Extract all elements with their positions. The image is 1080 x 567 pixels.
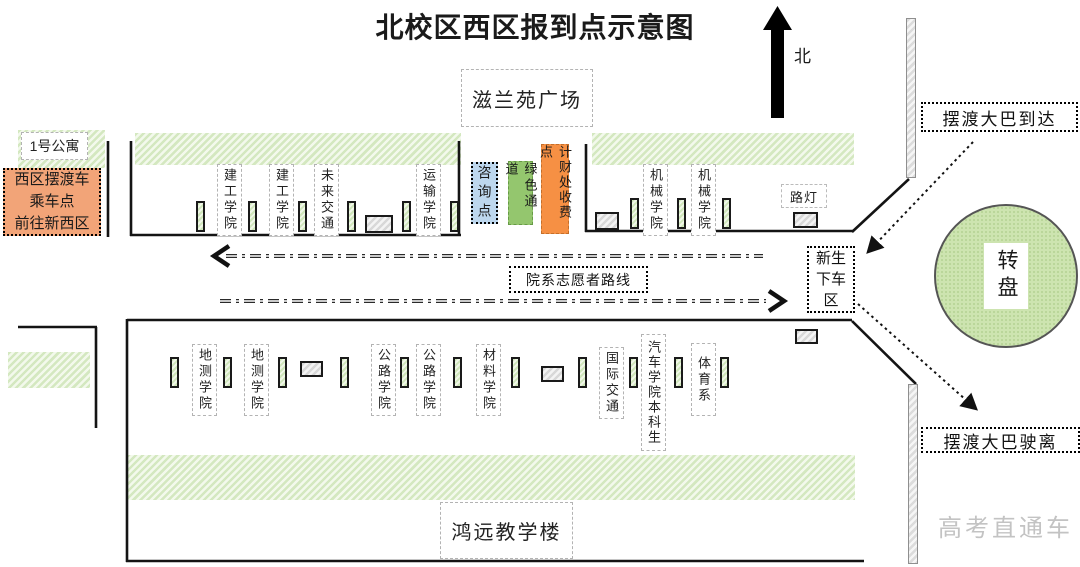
college-label: 体育系 [691, 343, 716, 416]
checkin-desk [720, 357, 729, 388]
watermark-text: 高考直通车 [938, 515, 1073, 542]
green-strip-north-right [592, 133, 854, 165]
checkin-desk [196, 201, 205, 232]
gray-table [365, 215, 393, 233]
apartment-1-box: 1号公寓 [21, 132, 88, 160]
checkin-desk [629, 357, 638, 388]
bus-departure-box: 摆渡大巴驶离 [921, 427, 1080, 453]
plaza-box: 滋兰苑广场 [461, 69, 593, 127]
volunteer-route-arrow-west [209, 244, 763, 268]
college-label: 汽车学院本科生 [641, 334, 666, 451]
checkin-desk [722, 198, 731, 229]
road-outline [18, 141, 917, 563]
north-arrow-icon [763, 6, 792, 118]
volunteer-route-arrow-east [220, 289, 789, 313]
checkin-desk [453, 357, 462, 388]
bus-arrival-arrow [866, 141, 974, 254]
roadside-wall-top [906, 18, 916, 178]
checkin-desk [402, 201, 411, 232]
college-label: 材料学院 [476, 344, 501, 416]
checkin-desk [578, 357, 587, 388]
checkin-desk [400, 357, 409, 388]
college-label: 机械学院 [691, 164, 716, 236]
volunteer-route-box: 院系志愿者路线 [509, 266, 648, 293]
gray-table [595, 212, 619, 230]
checkin-desk [511, 357, 520, 388]
checkin-desk [677, 198, 686, 229]
college-label: 运输学院 [416, 164, 441, 236]
green-channel-box: 绿色通道 [504, 161, 538, 225]
checkin-desk [674, 357, 683, 388]
page-title: 北校区西区报到点示意图 [375, 12, 695, 43]
checkin-desk [278, 357, 287, 388]
checkin-desk [170, 357, 179, 388]
green-strip-west-small [8, 352, 90, 388]
roundabout-circle: 转盘 [934, 204, 1078, 348]
green-strip-south [127, 455, 855, 500]
roadside-wall-bottom [908, 384, 918, 564]
west-shuttle-box: 西区摆渡车 乘车点 前往新西区 [3, 168, 101, 236]
finance-fee-point-box: 计财处收费点 [538, 144, 572, 234]
college-label: 建工学院 [217, 164, 242, 236]
gray-table [541, 366, 564, 382]
college-label: 建工学院 [269, 164, 294, 236]
checkin-desk [298, 201, 307, 232]
north-label: 北 [794, 47, 811, 66]
gray-table [795, 329, 818, 344]
checkin-desk [347, 201, 356, 232]
college-label: 公路学院 [371, 344, 396, 416]
roundabout-label: 转盘 [984, 243, 1028, 309]
gray-table [793, 212, 818, 228]
college-label: 未来交通 [314, 164, 339, 236]
gray-table [300, 361, 323, 377]
checkin-desk [248, 201, 257, 232]
consult-point-box: 咨询点 [471, 162, 498, 224]
college-label: 国际交通 [599, 347, 624, 419]
bus-arrival-box: 摆渡大巴到达 [921, 102, 1078, 132]
teaching-building-box: 鸿远教学楼 [440, 502, 573, 559]
green-strip-north-left [135, 133, 461, 165]
bus-departure-arrow [857, 303, 978, 411]
college-label: 地测学院 [244, 344, 269, 416]
college-label: 地测学院 [192, 344, 217, 416]
checkin-desk [340, 357, 349, 388]
street-lamp-box: 路灯 [781, 184, 827, 208]
checkin-desk [223, 357, 232, 388]
checkin-desk [450, 201, 459, 232]
checkin-desk [630, 198, 639, 229]
college-label: 公路学院 [416, 344, 441, 416]
college-label: 机械学院 [643, 164, 668, 236]
freshman-dropoff-box: 新生 下车 区 [807, 246, 855, 313]
